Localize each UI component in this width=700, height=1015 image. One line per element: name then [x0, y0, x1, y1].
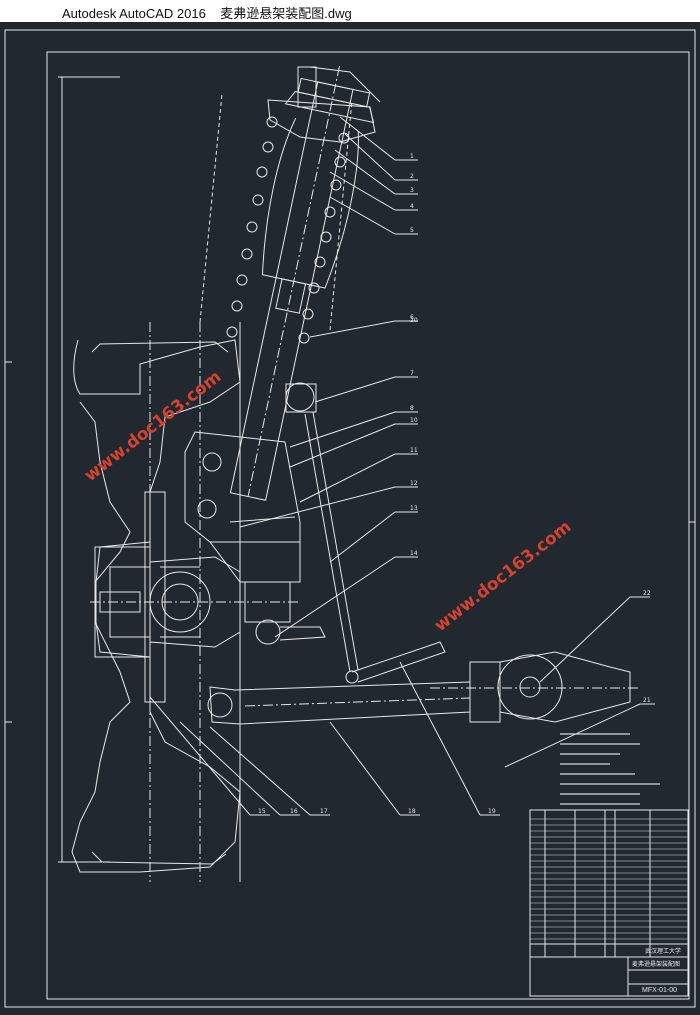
- balloon-18: 18: [408, 808, 416, 815]
- balloon-5: 5: [410, 227, 414, 234]
- hub-assembly: [90, 491, 300, 703]
- balloon-17: 17: [320, 808, 328, 815]
- balloon-11: 11: [410, 447, 418, 454]
- balloon-8: 8: [410, 405, 414, 412]
- balloon-12: 12: [410, 480, 418, 487]
- balloon-15: 15: [258, 808, 266, 815]
- balloon-2: 2: [410, 173, 414, 180]
- balloon-10: 10: [410, 417, 418, 424]
- balloon-13: 13: [410, 505, 418, 512]
- technical-notes: [560, 733, 660, 805]
- balloon-20: 20: [410, 317, 418, 324]
- window-titlebar: Autodesk AutoCAD 2016 麦弗逊悬架装配图.dwg: [0, 0, 700, 23]
- balloon-6: 6: [410, 314, 414, 321]
- coil-spring: [199, 93, 353, 344]
- balloon-19: 19: [488, 808, 496, 815]
- balloon-1: 1: [410, 153, 414, 160]
- school-name: 武汉理工大学: [645, 947, 681, 955]
- window-title: Autodesk AutoCAD 2016 麦弗逊悬架装配图.dwg: [62, 3, 352, 22]
- steering-knuckle: [184, 431, 326, 645]
- drawing-name: 麦弗逊悬架装配图: [632, 960, 680, 968]
- app-name: Autodesk AutoCAD 2016: [62, 6, 206, 21]
- balloon-3: 3: [410, 187, 414, 194]
- top-mount: [267, 66, 381, 143]
- drawing-number: MFX-01-00: [642, 987, 677, 994]
- file-name: 麦弗逊悬架装配图.dwg: [220, 6, 352, 21]
- parts-list-rows: [530, 818, 688, 940]
- balloon-4: 4: [410, 203, 414, 210]
- balloon-21: 21: [643, 697, 651, 704]
- balloon-16: 16: [290, 808, 298, 815]
- outer-frame: [4, 29, 696, 1008]
- watermark-left: www.doc163.com: [81, 367, 226, 486]
- watermark-right: www.doc163.com: [431, 517, 576, 636]
- lower-control-arm: [207, 651, 640, 725]
- balloon-22: 22: [643, 590, 651, 597]
- strut-assembly: [229, 66, 375, 501]
- inner-frame: [46, 51, 690, 1000]
- balloon-7: 7: [410, 370, 414, 377]
- balloon-14: 14: [410, 550, 418, 557]
- leader-lines: [149, 116, 655, 816]
